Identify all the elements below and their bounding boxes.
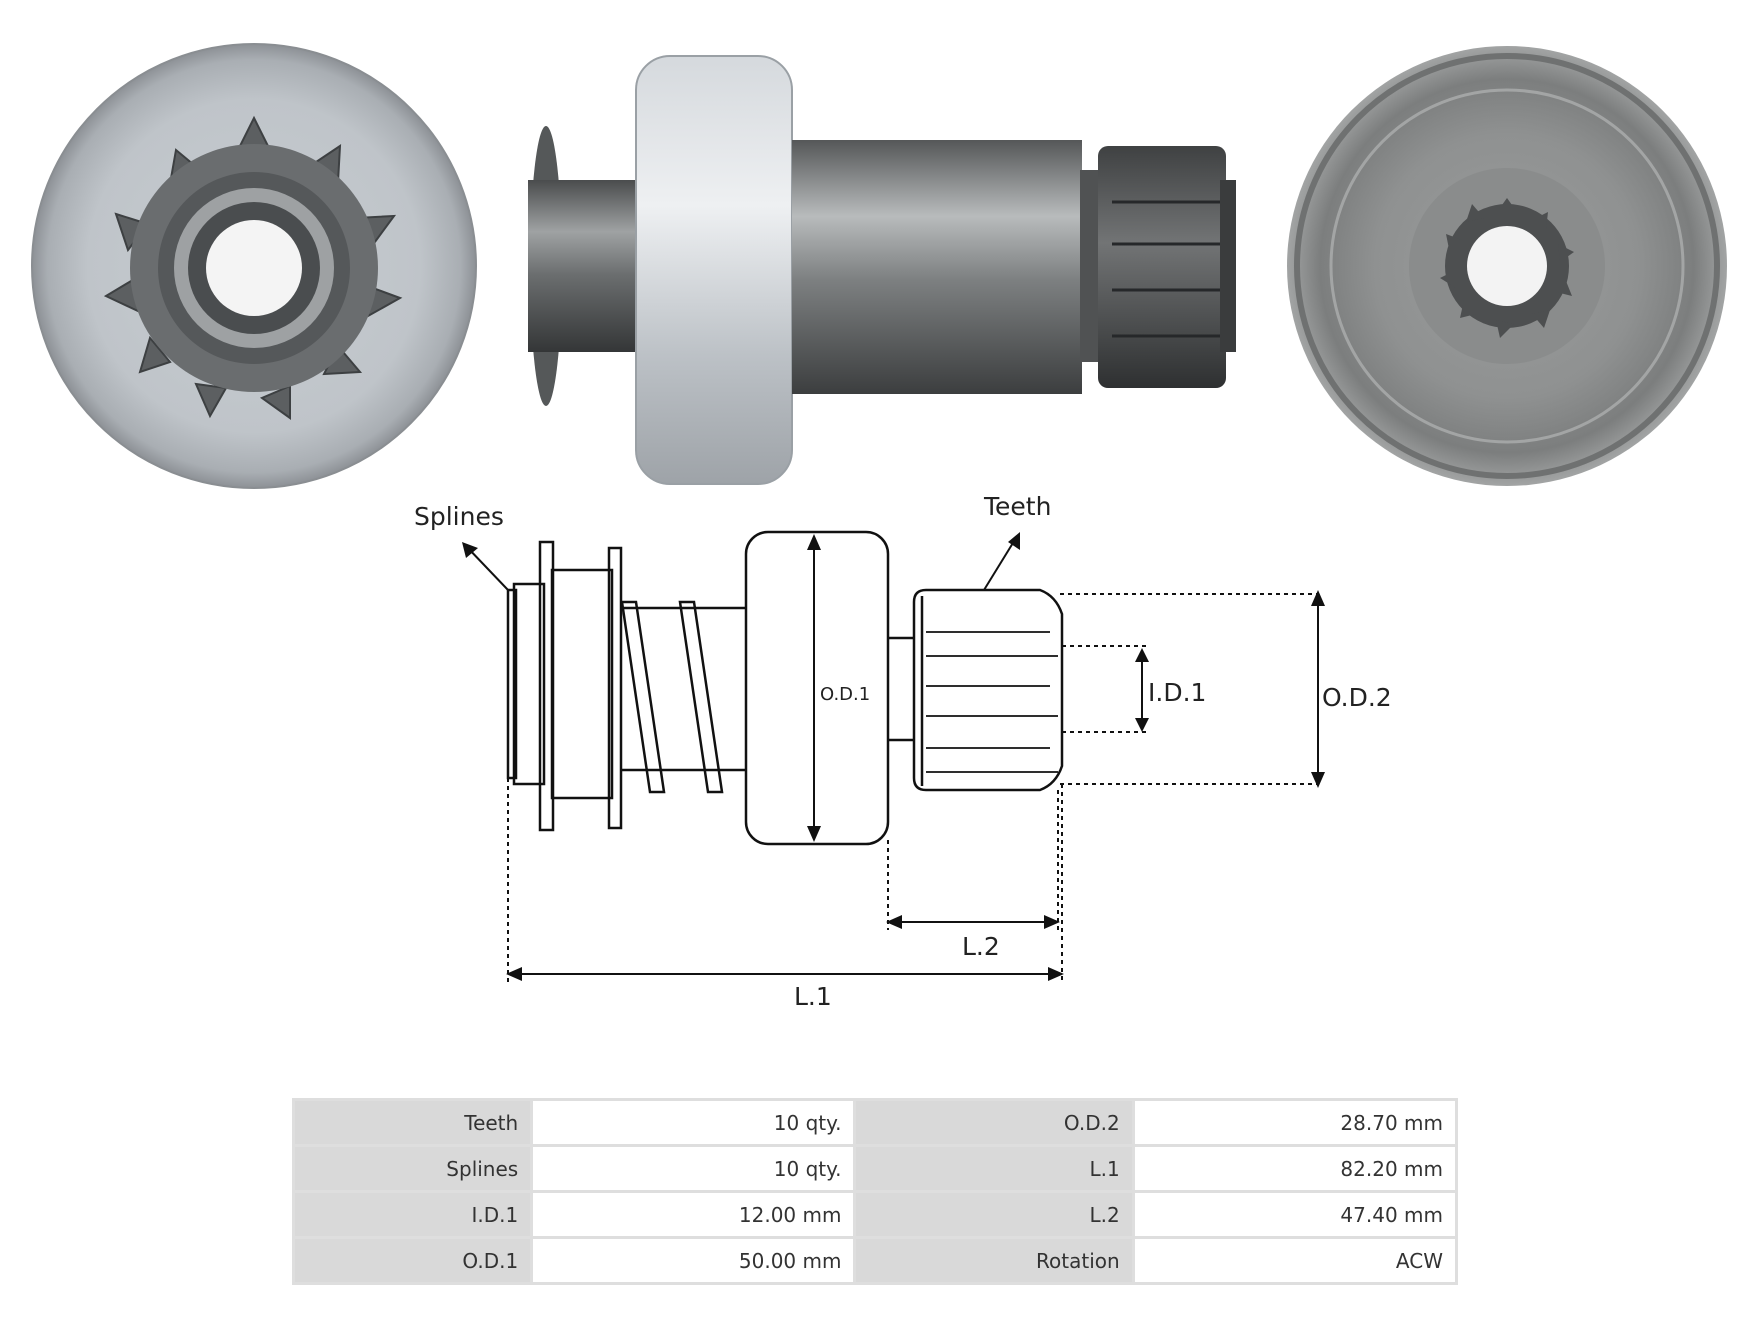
spec-value: 50.00 mm (533, 1239, 854, 1282)
l2-dimension-label: L.2 (962, 932, 1000, 961)
technical-drawing (506, 530, 1064, 846)
spec-label: L.2 (856, 1193, 1132, 1236)
spec-label: O.D.2 (856, 1101, 1132, 1144)
splines-callout: Splines (414, 502, 504, 531)
spec-label: O.D.1 (295, 1239, 531, 1282)
spec-value: 82.20 mm (1134, 1147, 1455, 1190)
drive-side-view (528, 55, 1236, 485)
spec-label: Rotation (856, 1239, 1132, 1282)
od1-dimension-label: O.D.1 (820, 684, 870, 705)
spec-value: 28.70 mm (1134, 1101, 1455, 1144)
spec-value: ACW (1134, 1239, 1455, 1282)
teeth-callout: Teeth (983, 492, 1051, 521)
dimension-arrowheads (462, 532, 1325, 981)
table-row: O.D.1 50.00 mm Rotation ACW (295, 1239, 1455, 1282)
spec-value: 10 qty. (533, 1147, 854, 1190)
l1-dimension-label: L.1 (794, 982, 832, 1011)
spec-value: 10 qty. (533, 1101, 854, 1144)
product-illustration: Splines Teeth O.D.1 I.D.1 O.D.2 L.1 L.2 (31, 43, 1727, 1011)
id1-dimension-label: I.D.1 (1148, 678, 1206, 707)
pinion-end-view (31, 43, 477, 489)
spec-value: 47.40 mm (1134, 1193, 1455, 1236)
table-row: I.D.1 12.00 mm L.2 47.40 mm (295, 1193, 1455, 1236)
od2-dimension-label: O.D.2 (1322, 683, 1392, 712)
spec-label: I.D.1 (295, 1193, 531, 1236)
spec-label: Teeth (295, 1101, 531, 1144)
spec-value: 12.00 mm (533, 1193, 854, 1236)
table-row: Teeth 10 qty. O.D.2 28.70 mm (295, 1101, 1455, 1144)
spec-label: L.1 (856, 1147, 1132, 1190)
drive-end-view (1287, 46, 1727, 486)
specifications-table: Teeth 10 qty. O.D.2 28.70 mm Splines 10 … (292, 1098, 1458, 1285)
spec-label: Splines (295, 1147, 531, 1190)
table-row: Splines 10 qty. L.1 82.20 mm (295, 1147, 1455, 1190)
dimension-lines (465, 537, 1319, 982)
